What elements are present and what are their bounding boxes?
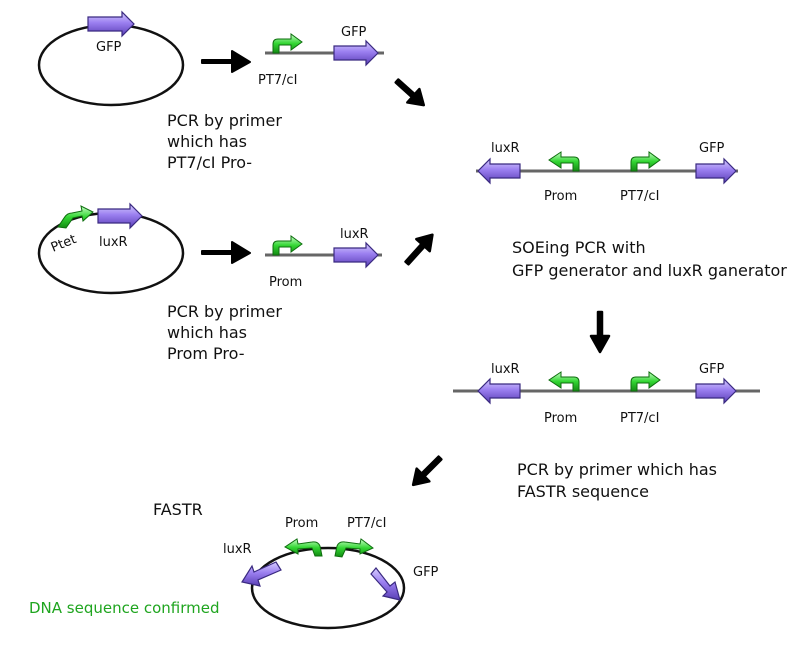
- luxr-gene-arrow: [333, 241, 379, 269]
- luxr-gene-arrow: [97, 202, 143, 230]
- pt7ci-label: PT7/cI: [258, 73, 297, 88]
- caption-step1-line3: PT7/cI Pro-: [167, 153, 252, 172]
- flow-arrow-down: [589, 310, 611, 354]
- gfp-gene-arrow: [333, 39, 379, 67]
- prom-label: Prom: [544, 411, 577, 426]
- luxr-label: luxR: [491, 141, 520, 156]
- pt7ci-promoter-arrow: [334, 538, 374, 558]
- gfp-gene-arrow: [695, 157, 737, 185]
- gfp-label: GFP: [413, 565, 439, 580]
- caption-step2-line2: which has: [167, 323, 247, 342]
- plasmid-gfp: GFP: [37, 10, 185, 107]
- linear-pt7-gfp: GFP PT7/cI: [258, 25, 384, 88]
- plasmid-ptet-luxr: Ptet luxR: [37, 202, 185, 295]
- caption-step2-line1: PCR by primer: [167, 302, 282, 321]
- gfp-label: GFP: [96, 40, 122, 55]
- flow-arrow-right-1: [201, 50, 251, 73]
- caption-soeing-line1: SOEing PCR with: [512, 238, 646, 257]
- dna-confirmed-text: DNA sequence confirmed: [29, 599, 220, 617]
- construct-soeing-product: luxR GFP Prom PT7/cI: [476, 141, 738, 204]
- gfp-gene-arrow: [695, 377, 737, 405]
- luxr-label: luxR: [99, 235, 128, 250]
- luxr-label: luxR: [491, 362, 520, 377]
- prom-promoter-arrow: [272, 235, 303, 256]
- plasmid-ring: [250, 546, 406, 630]
- pt7ci-promoter-arrow: [272, 33, 303, 54]
- flow-arrow-up-right: [404, 233, 434, 266]
- luxr-gene-arrow: [477, 377, 521, 405]
- caption-step1-line1: PCR by primer: [167, 111, 282, 130]
- prom-promoter-arrow: [284, 538, 323, 557]
- pt7ci-label: PT7/cI: [620, 189, 659, 204]
- linear-prom-luxr: luxR Prom: [265, 227, 382, 290]
- caption-step2-line3: Prom Pro-: [167, 344, 245, 363]
- gfp-label: GFP: [699, 141, 725, 156]
- pt7ci-promoter-arrow: [630, 151, 661, 172]
- ptet-promoter-arrow: [57, 205, 94, 229]
- caption-step3-line1: PCR by primer which has: [517, 460, 717, 479]
- plasmid-ring: [37, 23, 185, 107]
- fastr-title: FASTR: [153, 500, 203, 519]
- prom-promoter-arrow: [548, 371, 580, 392]
- caption-step1-line2: which has: [167, 132, 247, 151]
- gfp-gene-arrow: [370, 567, 401, 601]
- plasmid-fastr: luxR Prom PT7/cI GFP: [223, 516, 439, 630]
- caption-step3-line2: FASTR sequence: [517, 482, 649, 501]
- gfp-label: GFP: [341, 25, 367, 40]
- luxr-label: luxR: [223, 542, 252, 557]
- flow-arrow-right-2: [201, 241, 251, 264]
- pt7ci-promoter-arrow: [630, 371, 661, 392]
- gfp-gene-arrow: [87, 10, 135, 38]
- prom-promoter-arrow: [548, 151, 580, 172]
- prom-label: Prom: [285, 516, 318, 531]
- gfp-label: GFP: [699, 362, 725, 377]
- flow-arrow-down-right: [394, 78, 426, 107]
- flow-arrow-down-left: [411, 455, 443, 487]
- prom-label: Prom: [269, 275, 302, 290]
- caption-soeing-line2: GFP generator and luxR ganerator: [512, 261, 787, 280]
- pt7ci-label: PT7/cI: [347, 516, 386, 531]
- pt7ci-label: PT7/cI: [620, 411, 659, 426]
- prom-label: Prom: [544, 189, 577, 204]
- luxr-label: luxR: [340, 227, 369, 242]
- luxr-gene-arrow: [241, 561, 282, 587]
- ptet-label: Ptet: [49, 232, 79, 256]
- construct-final-linear: luxR GFP Prom PT7/cI: [453, 362, 760, 426]
- luxr-gene-arrow: [477, 157, 521, 185]
